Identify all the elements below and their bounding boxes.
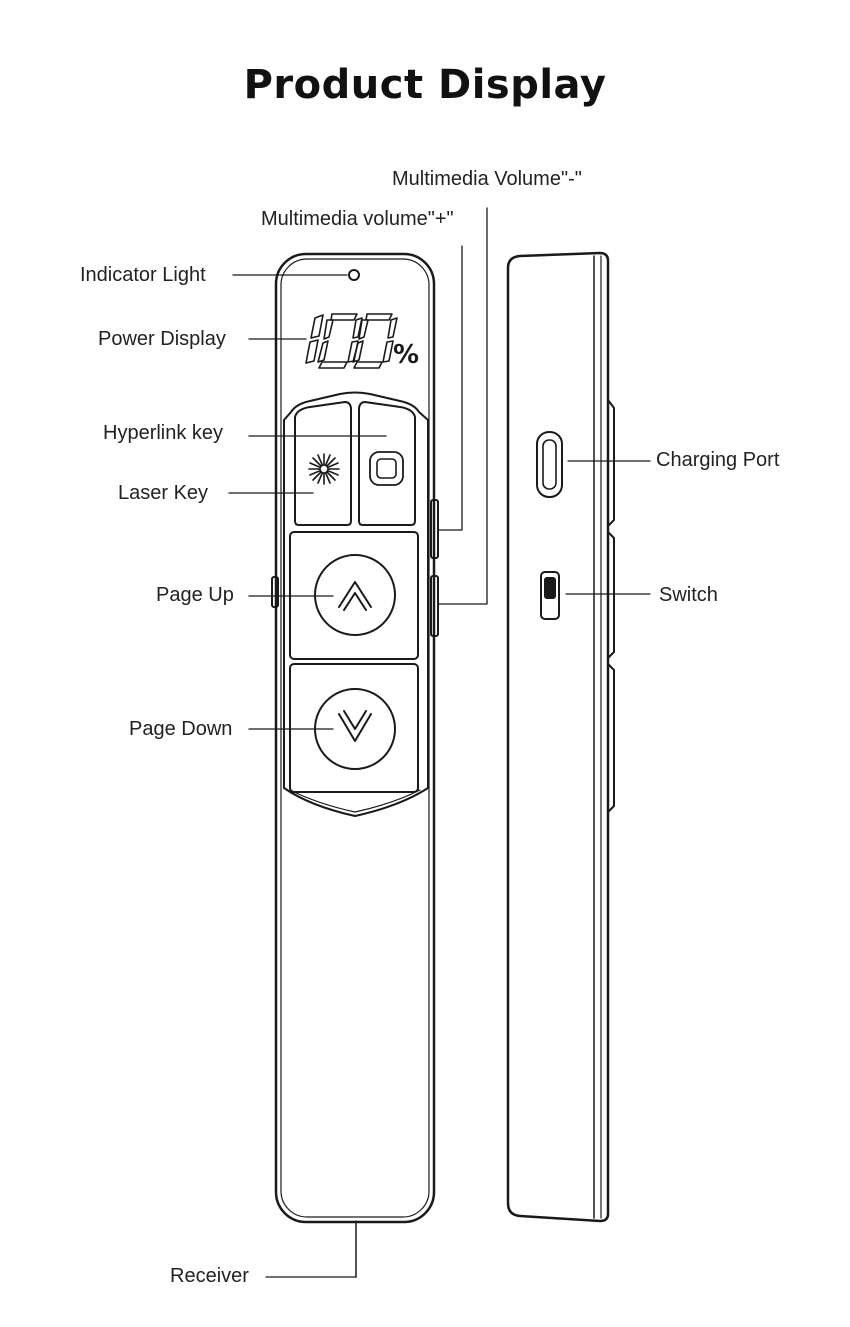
label-multimedia-volume-plus: Multimedia volume"+" [261, 208, 454, 230]
power-display-unit: % [393, 340, 419, 370]
page-title: Product Display [243, 62, 607, 108]
label-switch: Switch [659, 584, 718, 606]
label-page-down: Page Down [129, 718, 233, 740]
side-edge-button-upper [607, 399, 615, 527]
front-body-outer [274, 252, 436, 1224]
laser-key[interactable] [294, 401, 352, 526]
charging-port [536, 431, 563, 498]
label-multimedia-volume-minus: Multimedia Volume"-" [392, 168, 582, 190]
label-laser-key: Laser Key [118, 482, 209, 504]
chevron-down-icon [338, 710, 372, 742]
label-page-up: Page Up [156, 584, 234, 606]
laser-burst-icon [308, 453, 340, 485]
hyperlink-key[interactable] [358, 401, 416, 526]
power-switch[interactable] [540, 571, 560, 620]
front-view: % [271, 252, 439, 1278]
leader-lines [228, 207, 651, 1278]
side-edge-button-lower [607, 663, 615, 813]
page-down-key[interactable] [289, 663, 419, 793]
label-indicator-light: Indicator Light [80, 264, 206, 286]
side-view [506, 251, 615, 1223]
rounded-square-icon [369, 451, 404, 486]
label-charging-port: Charging Port [656, 449, 780, 471]
chevron-up-icon [338, 581, 372, 611]
side-body-outer [506, 251, 610, 1223]
power-switch-knob [544, 577, 556, 599]
label-receiver: Receiver [170, 1265, 249, 1287]
power-display [305, 313, 398, 369]
button-cluster-outline [283, 391, 429, 817]
label-power-display: Power Display [98, 328, 226, 350]
page-up-ring [314, 554, 396, 636]
indicator-light [348, 269, 360, 281]
side-edge-button-middle [607, 531, 615, 659]
label-hyperlink-key: Hyperlink key [103, 422, 224, 444]
